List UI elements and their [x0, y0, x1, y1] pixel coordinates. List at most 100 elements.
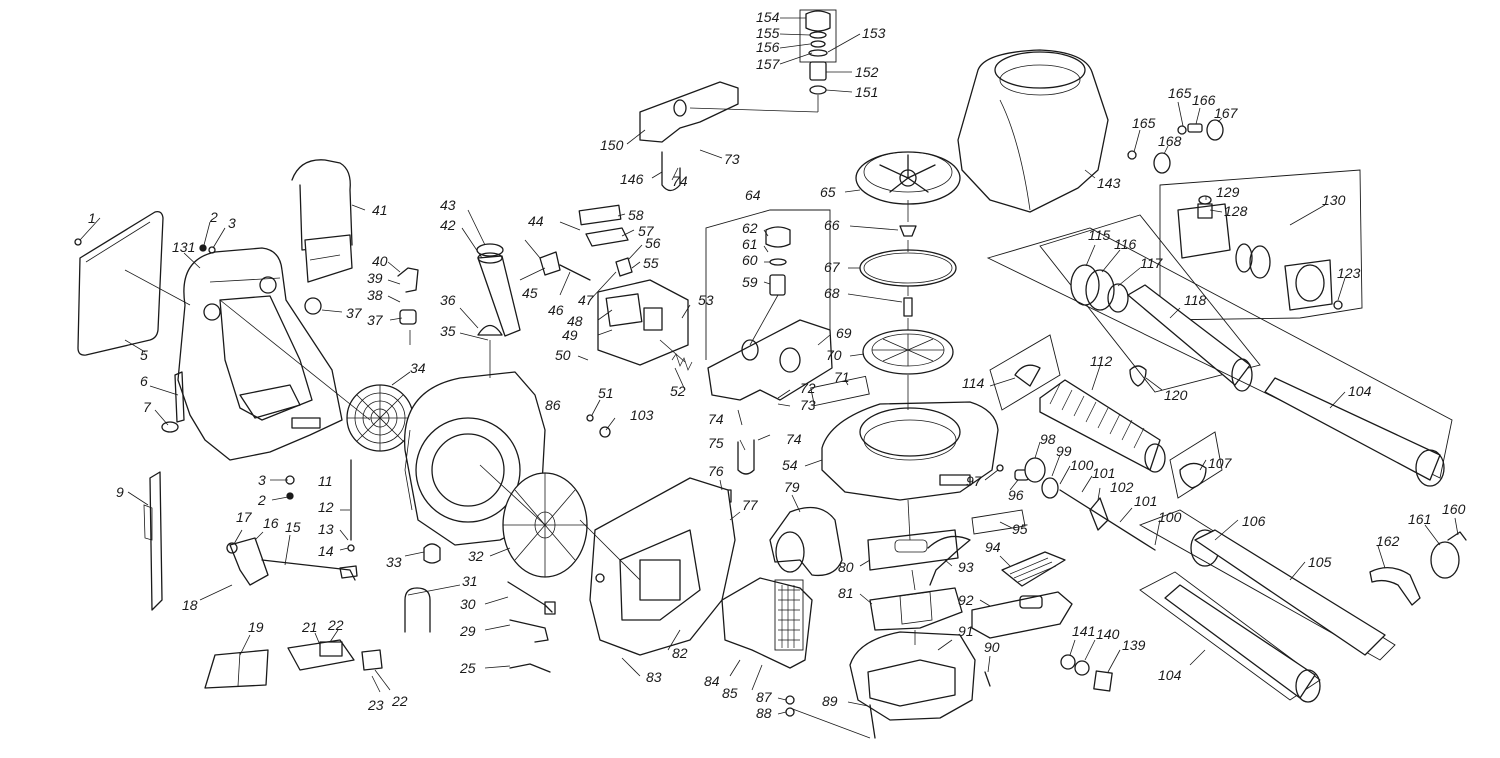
callout-53: 53 — [698, 292, 714, 308]
part-bracket-93 — [927, 535, 971, 586]
part-group-130 — [1159, 169, 1363, 321]
callout-101b: 101 — [1134, 493, 1157, 509]
callout-90: 90 — [984, 639, 1000, 655]
part-strainer — [862, 329, 954, 375]
callout-22a: 22 — [327, 617, 344, 633]
callout-46: 46 — [548, 302, 564, 318]
callout-48: 48 — [567, 313, 583, 329]
callout-2b: 2 — [257, 492, 266, 508]
part-back-plate — [77, 210, 164, 356]
callout-52: 52 — [670, 383, 686, 399]
callout-151: 151 — [855, 84, 878, 100]
callout-160: 160 — [1442, 501, 1466, 517]
callout-49: 49 — [562, 327, 578, 343]
part-drawings — [74, 9, 1467, 739]
callout-157: 157 — [756, 56, 781, 72]
callout-21: 21 — [301, 619, 318, 635]
callout-25: 25 — [459, 660, 476, 676]
part-spring-52 — [671, 353, 693, 371]
callout-5: 5 — [140, 347, 148, 363]
part-pad — [149, 471, 163, 611]
part-pad-58 — [578, 204, 622, 226]
callout-37b: 37 — [367, 312, 384, 328]
callout-88: 88 — [756, 705, 772, 721]
callout-146: 146 — [620, 171, 644, 187]
callout-17: 17 — [236, 509, 253, 525]
callout-59: 59 — [742, 274, 758, 290]
callout-labels: 1 2 3 131 5 6 7 41 40 39 38 37 37 34 3 2… — [88, 9, 1466, 721]
callout-7: 7 — [143, 399, 152, 415]
callout-31: 31 — [462, 573, 478, 589]
callout-3b: 3 — [258, 472, 266, 488]
callout-30: 30 — [460, 596, 476, 612]
callout-161: 161 — [1408, 511, 1431, 527]
callout-16: 16 — [263, 515, 279, 531]
callout-73a: 73 — [724, 151, 740, 167]
callout-50: 50 — [555, 347, 571, 363]
callout-3: 3 — [228, 215, 236, 231]
callout-85: 85 — [722, 685, 738, 701]
part-clamp-36 — [477, 324, 503, 336]
callout-57: 57 — [638, 223, 655, 239]
callout-9: 9 — [116, 484, 124, 500]
callout-150: 150 — [600, 137, 624, 153]
callout-128: 128 — [1224, 203, 1248, 219]
part-cap-33 — [423, 543, 441, 564]
callout-74c: 74 — [786, 431, 802, 447]
callout-143: 143 — [1097, 175, 1121, 191]
part-strap-150 — [639, 81, 739, 143]
callout-56: 56 — [645, 235, 661, 251]
callout-45: 45 — [522, 285, 538, 301]
part-gasket-80 — [867, 529, 959, 571]
callout-104b: 104 — [1158, 667, 1182, 683]
leader-lines — [79, 17, 1459, 739]
callout-141: 141 — [1072, 623, 1095, 639]
part-tube-42 — [477, 255, 521, 337]
callout-72: 72 — [800, 380, 816, 396]
callout-6: 6 — [140, 373, 148, 389]
part-label-19 — [204, 649, 269, 689]
callout-92: 92 — [958, 592, 974, 608]
part-fan-grille — [346, 384, 414, 452]
callout-65: 65 — [820, 184, 836, 200]
part-throttle — [226, 537, 358, 586]
callout-86: 86 — [545, 397, 561, 413]
part-switch — [287, 639, 383, 671]
callout-77: 77 — [742, 497, 759, 513]
callout-47: 47 — [578, 292, 595, 308]
callout-105: 105 — [1308, 554, 1332, 570]
callout-66: 66 — [824, 217, 840, 233]
callout-96: 96 — [1008, 487, 1024, 503]
part-frame-91 — [849, 631, 976, 721]
callout-75: 75 — [708, 435, 724, 451]
part-tank-bracket — [705, 209, 870, 475]
callout-115: 115 — [1088, 227, 1111, 243]
callout-60: 60 — [742, 252, 758, 268]
part-u-clip — [404, 587, 431, 633]
part-grid-94 — [1001, 551, 1066, 587]
callout-39: 39 — [367, 270, 383, 286]
callout-87: 87 — [756, 689, 773, 705]
part-engine-case — [589, 477, 736, 656]
callout-74b: 74 — [708, 411, 724, 427]
part-tank-lid — [855, 151, 961, 205]
callout-62: 62 — [742, 220, 758, 236]
callout-38: 38 — [367, 287, 383, 303]
callout-79: 79 — [784, 479, 800, 495]
callout-93: 93 — [958, 559, 974, 575]
part-gear-168 — [1153, 152, 1171, 174]
callout-165a: 165 — [1168, 85, 1192, 101]
callout-42: 42 — [440, 217, 456, 233]
part-carb-body — [597, 279, 689, 366]
callout-12: 12 — [318, 499, 334, 515]
callout-13: 13 — [318, 521, 334, 537]
callout-139: 139 — [1122, 637, 1146, 653]
callout-18: 18 — [182, 597, 198, 613]
part-hopper — [957, 49, 1109, 213]
callout-43: 43 — [440, 197, 456, 213]
callout-94: 94 — [985, 539, 1001, 555]
callout-19: 19 — [248, 619, 264, 635]
callout-154: 154 — [756, 9, 780, 25]
